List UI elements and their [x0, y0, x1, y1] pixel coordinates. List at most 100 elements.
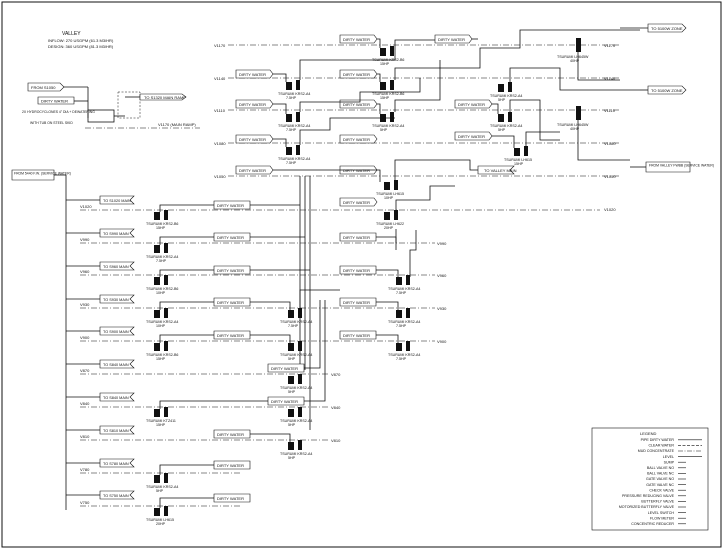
level-v840: V840 — [80, 401, 90, 406]
svg-text:5HP: 5HP — [288, 423, 296, 427]
to-main-750: TO S750 MAIN — [103, 494, 129, 498]
v1170-main-ramp: V1170 (MAIN RAMP) — [158, 122, 196, 127]
to-main-990: TO S990 MAIN — [103, 232, 129, 236]
svg-text:TSURUMI KRS2-A4: TSURUMI KRS2-A4 — [146, 485, 178, 489]
level-v1080-left: V1080 — [214, 141, 226, 146]
svg-text:TSURUMI KRS2-A4: TSURUMI KRS2-A4 — [146, 320, 178, 324]
from-valley-fwbb-label: FROM VALLEY FWBB (SERVICE WATER) — [649, 164, 714, 168]
dw-tag-10: DIRTY WATER — [343, 200, 370, 205]
legend-item-label: PIPE DIRTY WATER — [641, 438, 675, 442]
svg-text:10HP: 10HP — [156, 291, 166, 295]
svg-text:DIRTY WATER: DIRTY WATER — [217, 235, 244, 240]
level-v1140-left: V1140 — [214, 76, 226, 81]
to-valley-main-tag — [477, 165, 515, 175]
svg-text:TSURUMI KRS2-A4: TSURUMI KRS2-A4 — [388, 320, 420, 324]
svg-text:15HP: 15HP — [514, 162, 524, 166]
svg-text:TSURUMI KRS2-B6: TSURUMI KRS2-B6 — [146, 353, 178, 357]
level-v1050-left: V1050 — [214, 174, 226, 179]
svg-text:15HP: 15HP — [380, 62, 390, 66]
svg-text:5HP: 5HP — [288, 390, 296, 394]
level-v960: V960 — [80, 269, 90, 274]
level-v1170-left: V1170 — [214, 43, 226, 48]
to-valley-main-label: TO VALLEY MAIN — [484, 168, 517, 173]
from-5100-label: FROM S1050 — [31, 85, 56, 90]
svg-text:20HP: 20HP — [384, 226, 394, 230]
hydrocyclone-note: 2X HYDROCYCLONES 4" DIA + DEWATERING — [22, 110, 95, 114]
title-inflow: INFLOW: 270 USGPM (61.3 M3/HR) — [48, 38, 114, 43]
svg-text:TSURUMI KRS2-A4: TSURUMI KRS2-A4 — [280, 320, 312, 324]
dw-tag-6: DIRTY WATER — [343, 72, 370, 77]
from-5100-tag — [27, 82, 65, 92]
pump-top-e: TSURUMI KRS2-A4 7.5HP — [278, 112, 310, 132]
svg-text:TSURUMI LH645W: TSURUMI LH645W — [557, 123, 589, 127]
to-5120-label: TO S1320 MAIN RAMP — [144, 95, 186, 100]
legend-item-label: PRESSURE REDUCING VALVE — [622, 494, 675, 498]
title-design: DESIGN: 360 USGPM (81.3 M3/HR) — [48, 44, 114, 49]
legend-item-label: CHECK VALVE — [649, 488, 674, 492]
dw-tag-7: DIRTY WATER — [343, 102, 370, 107]
level-mid-v900: V900 — [437, 339, 447, 344]
svg-text:5HP: 5HP — [288, 456, 296, 460]
level-v1170-right: V1170 — [604, 43, 616, 48]
svg-text:5HP: 5HP — [288, 357, 296, 361]
to-5120-tag — [139, 93, 187, 101]
legend-item-label: BALL VALVE NO — [647, 466, 674, 470]
svg-text:TSURUMI KRS2-A4: TSURUMI KRS2-A4 — [146, 255, 178, 259]
service-water-inlet: FROM 5440 F.W. (SERVICE WATER) — [11, 169, 71, 510]
to-5100-zone-a-label: TO 5100W ZONE — [651, 26, 683, 31]
legend-item-label: LEVEL — [663, 455, 674, 459]
svg-text:DIRTY WATER: DIRTY WATER — [343, 235, 370, 240]
to-5100-zone-b-tag — [647, 85, 687, 95]
legend-item-label: CONCENTRIC REDUCER — [631, 522, 674, 526]
dirty-water-label-hc: DIRTY WATER — [41, 99, 68, 104]
svg-text:40HP: 40HP — [570, 127, 580, 131]
pump-rm-1: TSURUMI KRS2-A47.5HP — [388, 275, 420, 295]
level-v990: V990 — [80, 237, 90, 242]
dw-tag-8: DIRTY WATER — [343, 137, 370, 142]
title-name: VALLEY — [62, 31, 81, 37]
svg-text:TSURUMI KRS2-A4: TSURUMI KRS2-A4 — [278, 157, 310, 161]
level-v750: V750 — [80, 500, 90, 505]
svg-text:DIRTY WATER: DIRTY WATER — [217, 432, 244, 437]
svg-text:DIRTY WATER: DIRTY WATER — [271, 399, 298, 404]
svg-text:5HP: 5HP — [380, 128, 388, 132]
svg-text:15HP: 15HP — [156, 423, 166, 427]
dw-tag-4: DIRTY WATER — [239, 168, 266, 173]
svg-text:DIRTY WATER: DIRTY WATER — [217, 463, 244, 468]
pump-top-k: TSURUMI LH622 20HP — [376, 210, 404, 230]
legend-item-label: SUMP — [664, 460, 675, 464]
svg-text:TSURUMI LH615: TSURUMI LH615 — [504, 158, 532, 162]
legend-item-label: BALL VALVE NC — [647, 472, 674, 476]
to-main-930: TO S930 MAIN — [103, 298, 129, 302]
pump-rm-2: TSURUMI KRS2-A47.5HP — [388, 308, 420, 328]
hydrocyclone-area: FROM S1050 DIRTY WATER 2X HYDROCYCLONES … — [22, 82, 200, 129]
level-mid-v870: V870 — [331, 372, 341, 377]
dw-tag-1: DIRTY WATER — [239, 72, 266, 77]
dw-tag-2: DIRTY WATER — [239, 102, 266, 107]
svg-text:DIRTY WATER: DIRTY WATER — [217, 203, 244, 208]
svg-text:DIRTY WATER: DIRTY WATER — [271, 366, 298, 371]
legend-item-label: LEVEL SWITCH — [648, 511, 675, 515]
to-5100-zone-a-tag — [647, 23, 687, 33]
level-v900: V900 — [80, 335, 90, 340]
svg-text:TSURUMI KRS2-A4: TSURUMI KRS2-A4 — [388, 353, 420, 357]
level-mid-v840: V840 — [331, 405, 341, 410]
svg-text:7.5HP: 7.5HP — [286, 161, 297, 165]
svg-text:TSURUMI KRS2-B6: TSURUMI KRS2-B6 — [146, 287, 178, 291]
level-v810: V810 — [80, 434, 90, 439]
svg-text:7.5HP: 7.5HP — [396, 324, 407, 328]
svg-text:TSURUMI KRS2-A4: TSURUMI KRS2-A4 — [388, 287, 420, 291]
svg-text:7.5HP: 7.5HP — [156, 259, 167, 263]
pump-rm-3: TSURUMI KRS2-A47.5HP — [388, 341, 420, 361]
svg-text:5HP: 5HP — [498, 98, 506, 102]
